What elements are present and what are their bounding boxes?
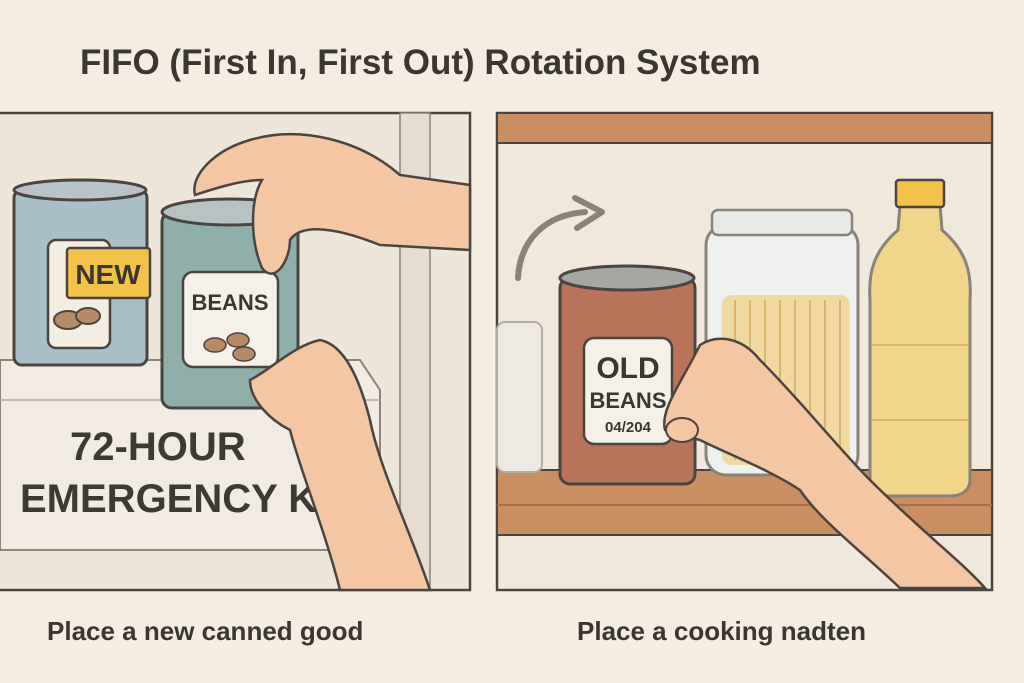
page-title: FIFO (First In, First Out) Rotation Syst…: [80, 43, 761, 82]
kit-label-line2: EMERGENCY K: [20, 477, 317, 521]
beans-can-label: BEANS: [191, 290, 268, 315]
hand-bottom: [248, 338, 432, 592]
right-caption: Place a cooking nadten: [577, 616, 866, 646]
left-caption: Place a new canned good: [47, 616, 363, 646]
back-can: NEW: [12, 178, 152, 367]
left-panel: 72-HOUR EMERGENCY K NEW BEANS Place a ne…: [0, 111, 472, 646]
back-jar: [496, 321, 543, 473]
oil-bottle: [868, 178, 972, 498]
hand-right: [662, 337, 988, 590]
new-tag-label: NEW: [75, 259, 141, 290]
kit-label-line1: 72-HOUR: [70, 425, 246, 469]
right-panel: OLD BEANS 04/204 Place a cooking nadten: [495, 111, 994, 646]
old-can-label-line2: BEANS: [589, 388, 666, 413]
old-beans-can: OLD BEANS 04/204: [558, 264, 697, 486]
hand-top: [193, 133, 472, 275]
old-can-date: 04/204: [605, 419, 652, 436]
old-can-label-line1: OLD: [596, 352, 659, 385]
top-shelf: [496, 112, 993, 144]
new-tag: [65, 246, 152, 300]
rotation-arrow-icon: [515, 209, 588, 281]
